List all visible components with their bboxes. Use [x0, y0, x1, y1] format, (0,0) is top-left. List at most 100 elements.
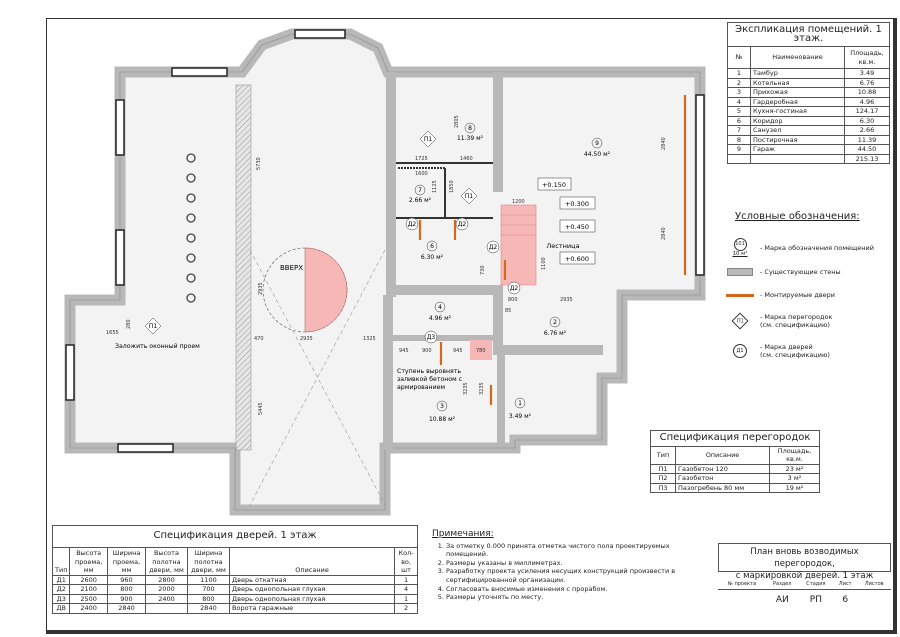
svg-text:4: 4: [438, 304, 442, 311]
room-marker: 944.50 м²: [584, 137, 611, 158]
room-labels: 13.49 м² 26.76 м² 310.88 м² 44.96 м² 66.…: [409, 122, 611, 423]
note-item: За отметку 0.000 принята отметка чистого…: [446, 542, 707, 559]
svg-text:945: 945: [453, 348, 463, 354]
table-cell: 10.88: [844, 87, 890, 98]
table-cell: Дверь однопольная глухая: [229, 593, 396, 604]
svg-text:П1: П1: [149, 323, 158, 330]
table-cell: Гардеробная: [750, 96, 845, 107]
table-cell: 1100: [186, 574, 231, 585]
door-mark: Д2: [405, 217, 419, 231]
table-cell: Постирочная: [750, 134, 845, 145]
col-header: Тип: [51, 546, 71, 576]
table-cell: Коридор: [750, 115, 845, 126]
table-cell: 800: [186, 593, 231, 604]
svg-text:1125: 1125: [432, 180, 438, 193]
stair: [500, 204, 537, 286]
legend-label: - Марка перегородок: [760, 313, 833, 321]
svg-text:9: 9: [595, 140, 599, 147]
drawing-title: План вновь возводимых перегородок, с мар…: [718, 543, 891, 581]
spiral-stair: ВВЕРХ: [249, 247, 386, 506]
svg-text:800: 800: [508, 297, 518, 303]
table-cell: 2500: [69, 593, 108, 604]
table-cell: Пазогребень 80 мм: [675, 482, 770, 493]
table-cell: Д2: [51, 584, 71, 595]
svg-text:1725: 1725: [415, 156, 428, 162]
title-line: с маркировкой дверей. 1 этаж: [735, 571, 874, 581]
table-cell: 1: [394, 574, 418, 585]
table-cell: 2840: [106, 603, 147, 614]
table-cell: Дверь однопольная глухая: [229, 584, 396, 595]
svg-text:5730: 5730: [256, 157, 262, 170]
table-cell: Гараж: [750, 144, 845, 155]
legend-label: (см. спецификацию): [760, 351, 830, 359]
table-cell: 3: [727, 87, 751, 98]
col-header: Описание: [675, 445, 770, 465]
new-partitions: [396, 162, 493, 219]
svg-text:11.39 м²: 11.39 м²: [457, 135, 484, 142]
room-marker: 72.66 м²: [409, 184, 432, 204]
svg-text:1600: 1600: [415, 171, 428, 177]
svg-text:+0.600: +0.600: [565, 255, 589, 263]
table-cell: Кухня-гостиная: [750, 106, 845, 117]
legend-label: - Марка дверей: [760, 343, 813, 351]
table-cell: 2: [394, 603, 418, 614]
door-marks: Д2 Д2 Д2 Д2 Д3: [405, 217, 521, 344]
doors-spec-title: Спецификация дверей. 1 этаж: [52, 525, 418, 548]
table-cell: 3.49: [844, 68, 890, 79]
door-mark: Д2: [455, 217, 469, 231]
table-cell: 44.50: [844, 144, 890, 155]
elevation-mark: +0.300: [559, 196, 596, 210]
table-cell: 2800: [145, 574, 188, 585]
legend-label: (см. спецификацию): [760, 321, 830, 329]
table-cell: 4: [394, 584, 418, 595]
table-cell: 1: [727, 68, 751, 79]
svg-text:730: 730: [480, 265, 486, 275]
floor-plan: ВВЕРХ 13.49 м² 26.76 м² 310.88 м² 44.96 …: [64, 28, 706, 516]
table-cell: 4: [727, 96, 751, 107]
table-cell: 6.30: [844, 115, 890, 126]
room-marker: 310.88 м²: [429, 400, 456, 423]
svg-text:6: 6: [430, 243, 434, 250]
svg-text:6.30 м²: 6.30 м²: [421, 254, 444, 261]
svg-text:2840: 2840: [661, 227, 667, 240]
room-marker: 811.39 м²: [457, 122, 484, 142]
table-cell: Тамбур: [750, 68, 845, 79]
table-cell: 4.96: [844, 96, 890, 107]
room-marker: 13.49 м²: [509, 397, 532, 420]
table-cell: 19 м²: [769, 482, 820, 493]
col-header: Ширина проема, мм: [106, 546, 147, 576]
col-header: Наименование: [750, 46, 845, 69]
table-cell: Прихожая: [750, 87, 845, 98]
svg-text:1850: 1850: [449, 180, 455, 193]
table-cell: ДВ: [51, 603, 71, 614]
svg-text:2935: 2935: [560, 297, 573, 303]
table-cell: 11.39: [844, 134, 890, 145]
table-cell: 5: [727, 106, 751, 117]
table-cell: Дверь откатная: [229, 574, 396, 585]
table-cell: 8: [727, 134, 751, 145]
dimensions: 5730 2935 5445 470 2935 1325 1655 280 28…: [106, 115, 667, 415]
partitions-spec-title: Спецификация перегородок: [650, 430, 820, 447]
light-fixtures: [186, 153, 196, 303]
table-cell: 124.17: [844, 106, 890, 117]
svg-text:Д3: Д3: [427, 334, 436, 341]
table-cell: 6: [727, 115, 751, 126]
svg-text:П1: П1: [465, 193, 474, 200]
svg-text:5445: 5445: [258, 402, 264, 415]
legend-label: - Монтируемые двери: [760, 291, 836, 299]
svg-text:945: 945: [399, 348, 409, 354]
partition-mark: П1: [144, 317, 162, 335]
installed-doors: [418, 95, 687, 405]
col-header: Кол-во, шт: [394, 546, 418, 576]
wall-swatch-icon: [727, 268, 753, 276]
